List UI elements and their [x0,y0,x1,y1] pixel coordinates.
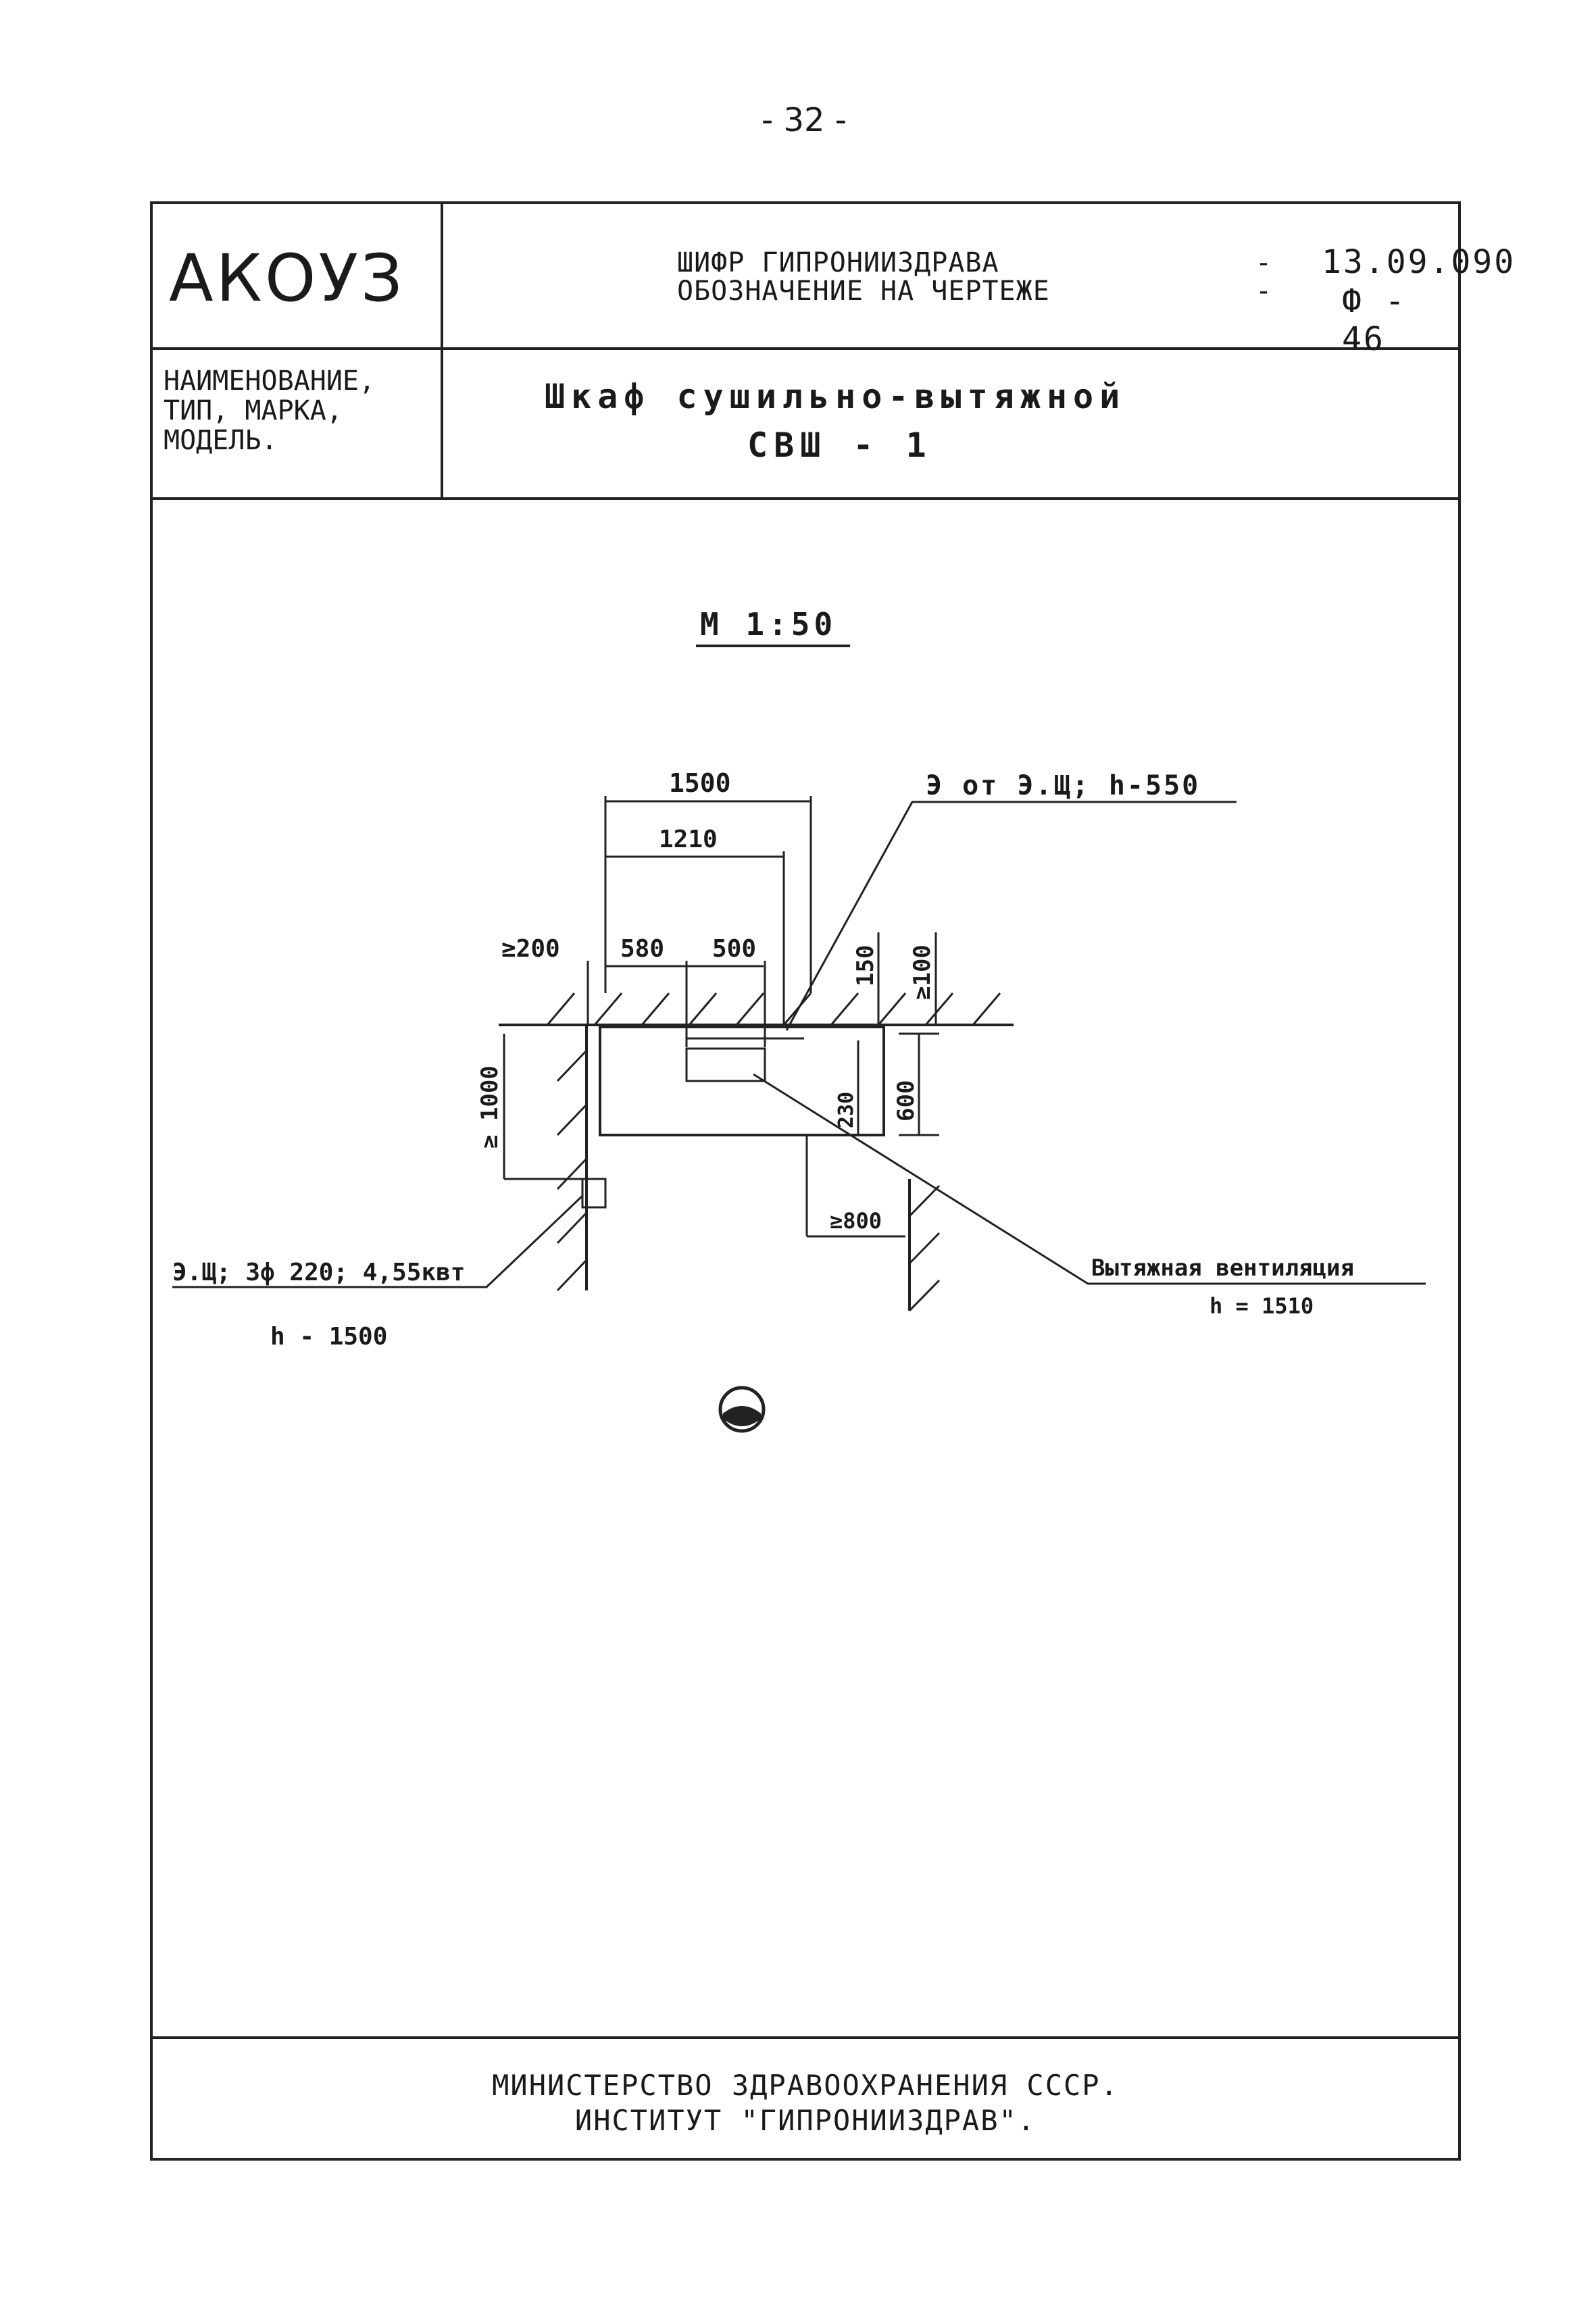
dim-230: 230 [834,1092,858,1128]
panel-label: Э.Щ; 3ф 220; 4,55квт [172,1259,465,1286]
electrical-panel [581,1178,607,1209]
equipment-name: Шкаф сушильно-вытяжной [545,377,1126,416]
dim-1210: 1210 [659,826,718,853]
name-value-cell: Шкаф сушильно-вытяжной СВШ - 1 [443,350,1461,497]
orientation-symbol [718,1386,766,1433]
organization-logo: АКОУЗ [169,241,405,316]
panel-height: h - 1500 [270,1323,387,1351]
footer-institute: ИНСТИТУТ "ГИПРОНИИЗДРАВ". [574,2104,1037,2137]
code-value: 13.09.090 [1322,243,1516,281]
dim-100: ≥100 [909,945,936,1000]
socket-label: Э от Э.Щ; h-550 [926,770,1200,801]
code-label: ШИФР ГИПРОНИИЗДРАВА [677,247,999,278]
vent-leader [753,1073,1426,1285]
dim-1000: ≥ 1000 [476,1065,503,1149]
cabinet-door [685,1047,766,1082]
footer: МИНИСТЕРСТВО ЗДРАВООХРАНЕНИЯ СССР. ИНСТИ… [153,2036,1458,2158]
title-block: АКОУЗ ШИФР ГИПРОНИИЗДРАВА ОБОЗНАЧЕНИЕ НА… [153,204,1514,500]
footer-ministry: МИНИСТЕРСТВО ЗДРАВООХРАНЕНИЯ СССР. [492,2069,1119,2102]
logo-cell: АКОУЗ [153,204,443,350]
dimension-lines [503,796,939,1238]
vent-height: h = 1510 [1210,1293,1314,1319]
drawing-sheet: АКОУЗ ШИФР ГИПРОНИИЗДРАВА ОБОЗНАЧЕНИЕ НА… [150,201,1514,2161]
cabinet-outline [599,1026,885,1136]
socket-leader [785,801,1237,1031]
dim-580: 580 [620,935,664,963]
code-dash: - [1255,247,1273,278]
panel-leader [172,1194,584,1288]
equipment-model: СВШ - 1 [747,426,932,465]
dim-800: ≥800 [830,1208,882,1234]
designation-dash: - [1255,276,1273,307]
code-cell: ШИФР ГИПРОНИИЗДРАВА ОБОЗНАЧЕНИЕ НА ЧЕРТЕ… [443,204,1514,358]
designation-value: Ф - 46 [1342,282,1407,358]
top-wall [499,992,1014,1026]
page-number: - 32 - [761,101,847,139]
right-wall [908,1179,941,1312]
name-label-cell: НАИМЕНОВАНИЕ, ТИП, МАРКА, МОДЕЛЬ. [153,350,443,497]
dim-500: 500 [712,935,756,963]
left-wall [556,1025,588,1292]
vent-label: Вытяжная вентиляция [1091,1255,1354,1282]
dim-200: ≥200 [501,935,560,963]
dim-600: 600 [893,1080,920,1122]
designation-label: ОБОЗНАЧЕНИЕ НА ЧЕРТЕЖЕ [677,276,1050,307]
name-label: НАИМЕНОВАНИЕ, ТИП, МАРКА, МОДЕЛЬ. [164,366,376,456]
dim-150: 150 [852,945,879,986]
scale-label: М 1:50 [700,606,837,643]
dim-1500: 1500 [669,768,731,798]
